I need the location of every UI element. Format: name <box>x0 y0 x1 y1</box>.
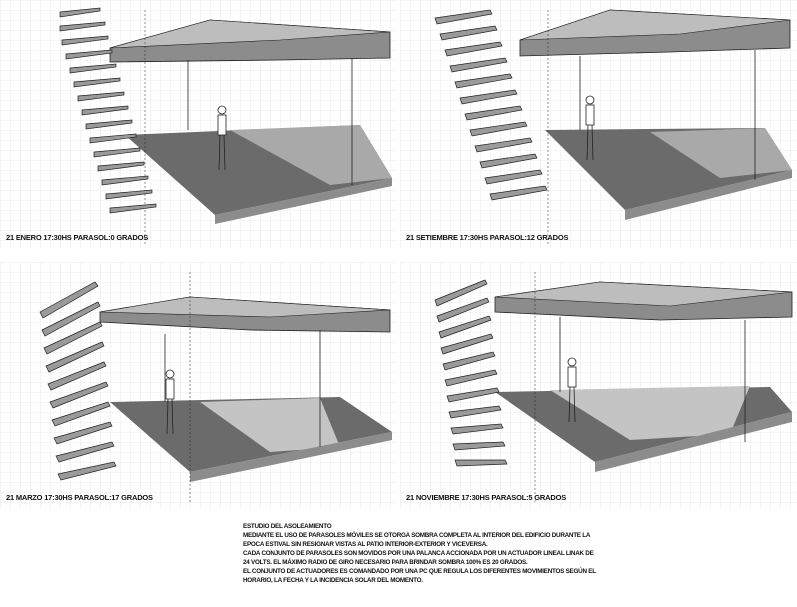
floor-light <box>550 386 750 440</box>
sun-study-render <box>0 0 397 248</box>
notes-line: HORARIO, LA FECHA Y LA INCIDENCIA SOLAR … <box>243 577 423 584</box>
notes-line: EPOCA ESTIVAL SIN RESIGNAR VISTAS AL PAT… <box>243 541 488 548</box>
floor-light <box>650 128 792 178</box>
render-panel-marzo: 21 MARZO 17:30HS PARASOL:17 GRADOS <box>0 262 397 508</box>
notes-line: CADA CONJUNTO DE PARASOLES SON MOVIDOS P… <box>243 550 594 557</box>
person-figure <box>217 105 227 171</box>
sun-study-render <box>0 262 397 508</box>
floor-edge <box>595 412 792 472</box>
floor-light <box>200 398 340 452</box>
notes-title: ESTUDIO DEL ASOLEAMIENTO <box>243 523 332 530</box>
render-panel-enero: 21 ENERO 17:30HS PARASOL:0 GRADOS <box>0 0 397 248</box>
person-figure <box>567 357 577 423</box>
panel-caption: 21 SETIEMBRE 17:30HS PARASOL:12 GRADOS <box>406 233 569 242</box>
person-figure <box>585 95 595 161</box>
sun-study-render <box>400 0 797 248</box>
notes-line: 24 VOLTS. EL MÁXIMO RADIO DE GIRO NECESA… <box>243 559 528 566</box>
panel-caption: 21 NOVIEMBRE 17:30HS PARASOL:5 GRADOS <box>406 493 566 502</box>
panel-caption: 21 MARZO 17:30HS PARASOL:17 GRADOS <box>6 493 153 502</box>
sun-study-render <box>400 262 797 508</box>
person-figure <box>165 369 175 435</box>
floor-edge <box>190 432 392 482</box>
parasol-louvers <box>434 9 548 201</box>
parasol-louvers <box>59 7 157 214</box>
sun-study-notes: ESTUDIO DEL ASOLEAMIENTO MEDIANTE EL USO… <box>243 522 596 585</box>
parasol-louvers <box>39 281 117 481</box>
floor-edge <box>215 178 392 224</box>
panel-caption: 21 ENERO 17:30HS PARASOL:0 GRADOS <box>6 233 149 242</box>
notes-line: EL CONJUNTO DE ACTUADORES ES COMANDADO P… <box>243 568 596 575</box>
floor-light <box>230 125 392 185</box>
render-panel-noviembre: 21 NOVIEMBRE 17:30HS PARASOL:5 GRADOS <box>400 262 797 508</box>
floor-edge <box>625 170 792 220</box>
notes-line: MEDIANTE EL USO DE PARASOLES MÓVILES SE … <box>243 532 591 539</box>
parasol-louvers <box>434 279 508 467</box>
render-panel-setiembre: 21 SETIEMBRE 17:30HS PARASOL:12 GRADOS <box>400 0 797 248</box>
